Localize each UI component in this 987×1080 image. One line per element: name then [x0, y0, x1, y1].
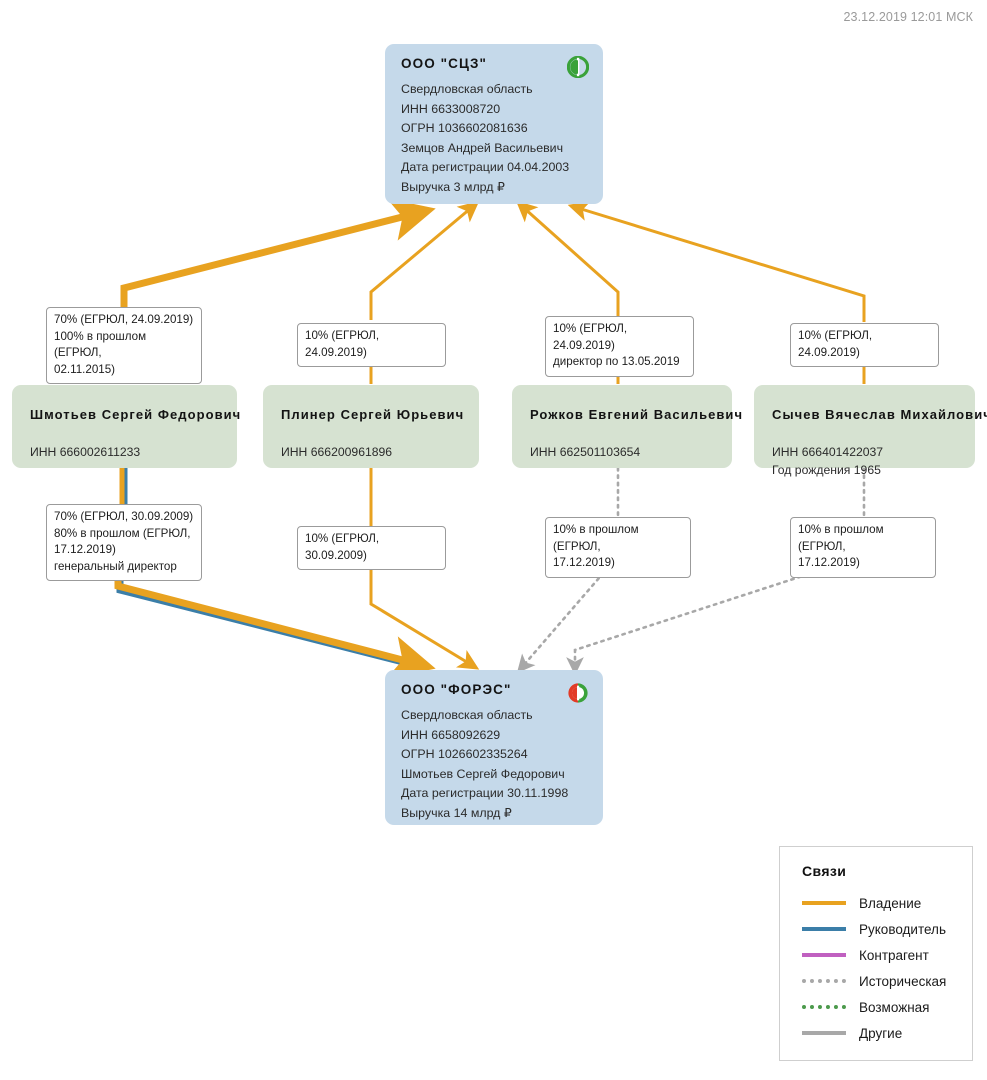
edge-label-sychev-fores[interactable]: 10% в прошлом (ЕГРЮЛ,17.12.2019) [790, 517, 936, 578]
legend-item-other[interactable]: Другие [802, 1020, 972, 1046]
legend-label: Возможная [859, 999, 930, 1015]
legend-swatch-other [802, 1031, 846, 1035]
company-region: Свердловская область [401, 708, 533, 722]
legend-swatch-possible [802, 1005, 846, 1009]
company-director: Земцов Андрей Васильевич [401, 140, 564, 155]
edge-rozhkov-to-scz-ownership [515, 200, 620, 318]
legend-label: Руководитель [859, 921, 946, 937]
legend-label: Другие [859, 1025, 903, 1041]
legend-swatch-counterparty [802, 953, 846, 957]
person-name: Шмотьев Сергей Федорович [30, 407, 242, 422]
legend-item-historical[interactable]: Историческая [802, 968, 972, 994]
edge-pliner-to-scz-ownership [369, 201, 480, 320]
edge-shmotyev-to-scz-ownership [120, 198, 436, 310]
legend-item-possible[interactable]: Возможная [802, 994, 972, 1020]
company-card-fores[interactable]: ООО "ФОРЭС" Свердловская область ИНН 665… [385, 670, 603, 825]
company-revenue: Выручка 3 млрд ₽ [401, 179, 505, 194]
company-card-scz[interactable]: ООО "СЦЗ" Свердловская область ИНН 66330… [385, 44, 603, 204]
company-ogrn: ОГРН 1036602081636 [401, 121, 528, 135]
edge-label-shmotyev-fores[interactable]: 70% (ЕГРЮЛ, 30.09.2009)80% в прошлом (ЕГ… [46, 504, 202, 581]
legend-item-ownership[interactable]: Владение [802, 890, 972, 916]
legend-item-director[interactable]: Руководитель [802, 916, 972, 942]
company-region: Свердловская область [401, 82, 533, 96]
company-logo-green-icon [567, 56, 589, 78]
person-inn: ИНН 666401422037 [772, 445, 884, 459]
legend-title: Связи [802, 863, 847, 879]
person-inn: ИНН 666200961896 [281, 445, 393, 459]
edge-label-rozhkov-fores[interactable]: 10% в прошлом (ЕГРЮЛ,17.12.2019) [545, 517, 691, 578]
person-birth-year: Год рождения 1965 [772, 463, 881, 477]
company-ogrn: ОГРН 1026602335264 [401, 747, 528, 761]
company-inn: ИНН 6658092629 [401, 727, 501, 742]
edge-label-shmotyev-scz[interactable]: 70% (ЕГРЮЛ, 24.09.2019)100% в прошлом (Е… [46, 307, 202, 384]
legend-swatch-historical [802, 979, 846, 983]
person-name: Сычев Вячеслав Михайлович [772, 407, 987, 422]
edge-sychev-to-fores-historical [566, 466, 866, 676]
company-reg-date: Дата регистрации 04.04.2003 [401, 160, 570, 174]
person-card-shmotyev[interactable]: Шмотьев Сергей Федорович ИНН 66600261123… [12, 385, 242, 468]
edge-label-pliner-scz[interactable]: 10% (ЕГРЮЛ, 24.09.2019) [297, 323, 446, 367]
company-logo-red-green-icon [568, 683, 588, 703]
legend-label: Историческая [859, 973, 947, 989]
company-title: ООО "ФОРЭС" [401, 682, 512, 697]
edge-label-sychev-scz[interactable]: 10% (ЕГРЮЛ, 24.09.2019) [790, 323, 939, 367]
company-director: Шмотьев Сергей Федорович [401, 766, 565, 781]
legend-swatch-director [802, 927, 846, 931]
edge-shmotyev-to-fores-ownership-director [114, 570, 436, 679]
company-reg-date: Дата регистрации 30.11.1998 [401, 786, 569, 800]
company-title: ООО "СЦЗ" [401, 56, 488, 71]
legend-swatch-ownership [802, 901, 846, 905]
person-card-rozhkov[interactable]: Рожков Евгений Васильевич ИНН 6625011036… [512, 385, 744, 468]
legend-label: Владение [859, 895, 922, 911]
edge-pliner-to-fores-ownership [369, 553, 480, 670]
person-name: Плинер Сергей Юрьевич [281, 407, 465, 422]
person-inn: ИНН 662501103654 [530, 445, 641, 459]
company-revenue: Выручка 14 млрд ₽ [401, 805, 512, 820]
legend-label: Контрагент [859, 947, 929, 963]
person-card-pliner[interactable]: Плинер Сергей Юрьевич ИНН 666200961896 [263, 385, 479, 468]
legend-panel: Связи Владение Руководитель Контрагент И… [779, 846, 973, 1061]
legend-item-counterparty[interactable]: Контрагент [802, 942, 972, 968]
person-card-sychev[interactable]: Сычев Вячеслав Михайлович ИНН 6664014220… [754, 385, 987, 477]
edge-sychev-to-scz-ownership [567, 201, 866, 322]
person-inn: ИНН 666002611233 [30, 445, 141, 459]
report-timestamp: 23.12.2019 12:01 МСК [843, 10, 973, 24]
edge-label-rozhkov-scz[interactable]: 10% (ЕГРЮЛ, 24.09.2019)директор по 13.05… [545, 316, 694, 377]
edge-label-pliner-fores[interactable]: 10% (ЕГРЮЛ, 30.09.2009) [297, 526, 446, 570]
company-inn: ИНН 6633008720 [401, 101, 501, 116]
person-name: Рожков Евгений Васильевич [530, 407, 744, 422]
